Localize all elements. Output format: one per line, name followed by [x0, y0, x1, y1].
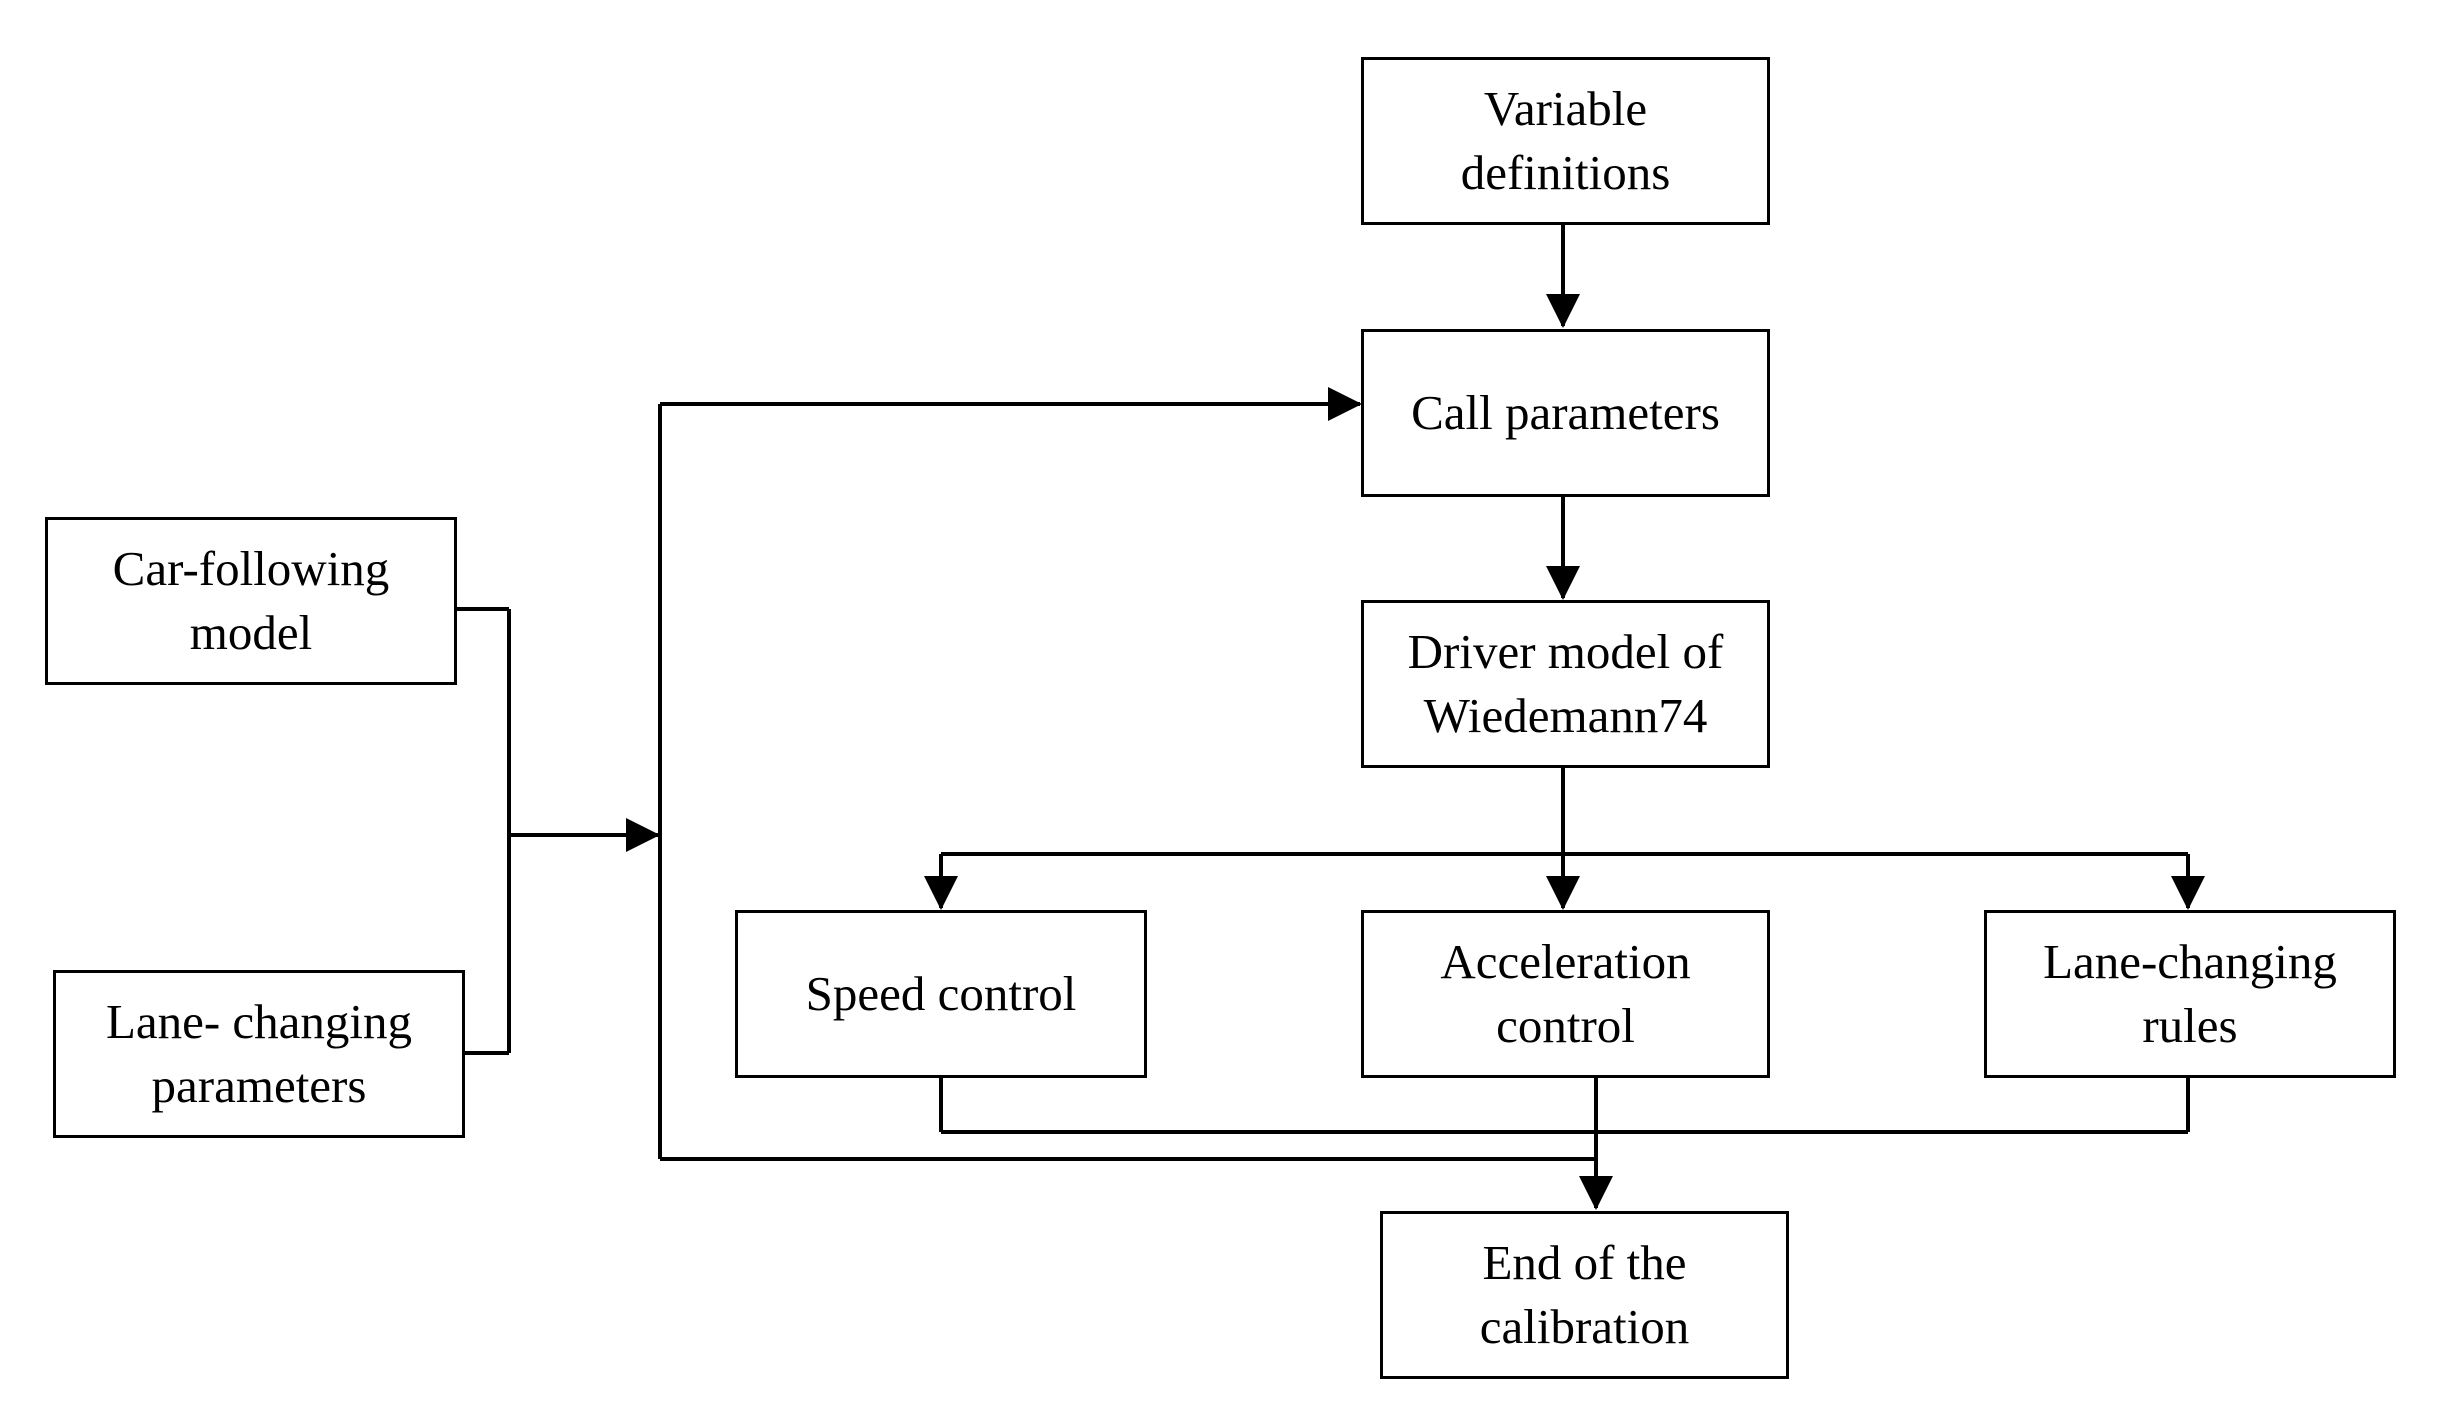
- acceleration-control-line-2: control: [1496, 998, 1635, 1053]
- end-of-calibration-box: End of the calibration: [1380, 1211, 1789, 1379]
- acceleration-control-line-1: Acceleration: [1440, 934, 1691, 989]
- arrowhead-bus-to-call: [1328, 387, 1362, 421]
- variable-definitions-box: Variable definitions: [1361, 57, 1770, 225]
- driver-model-box: Driver model of Wiedemann74: [1361, 600, 1770, 768]
- call-parameters-box: Call parameters: [1361, 329, 1770, 497]
- end-of-calibration-line-1: End of the: [1482, 1235, 1687, 1290]
- car-following-model-box: Car-following model: [45, 517, 457, 685]
- arrowhead-to-accel: [1546, 876, 1580, 910]
- lane-changing-rules-box: Lane-changing rules: [1984, 910, 2396, 1078]
- lane-changing-rules-line-2: rules: [2142, 998, 2238, 1053]
- lane-changing-parameters-line-2: parameters: [151, 1058, 367, 1113]
- lane-changing-rules-line-1: Lane-changing: [2043, 934, 2337, 989]
- arrowhead-merge-to-bus: [626, 818, 660, 852]
- car-following-model-line-2: model: [189, 605, 313, 660]
- call-parameters-label: Call parameters: [1411, 385, 1720, 440]
- arrowhead-to-lanerules: [2171, 876, 2205, 910]
- end-of-calibration-line-2: calibration: [1479, 1299, 1690, 1354]
- driver-model-line-1: Driver model of: [1407, 624, 1724, 679]
- lane-changing-parameters-box: Lane- changing parameters: [53, 970, 465, 1138]
- arrowhead-to-end: [1579, 1176, 1613, 1210]
- speed-control-box: Speed control: [735, 910, 1147, 1078]
- variable-definitions-line-1: Variable: [1483, 81, 1648, 136]
- variable-definitions-line-2: definitions: [1460, 145, 1671, 200]
- driver-model-line-2: Wiedemann74: [1423, 688, 1708, 743]
- lane-changing-parameters-line-1: Lane- changing: [105, 994, 413, 1049]
- car-following-model-line-1: Car-following: [112, 541, 390, 596]
- acceleration-control-box: Acceleration control: [1361, 910, 1770, 1078]
- speed-control-label: Speed control: [805, 966, 1077, 1021]
- arrowhead-to-speed: [924, 876, 958, 910]
- arrowhead-variables-to-call: [1546, 294, 1580, 328]
- arrowhead-call-to-driver: [1546, 566, 1580, 600]
